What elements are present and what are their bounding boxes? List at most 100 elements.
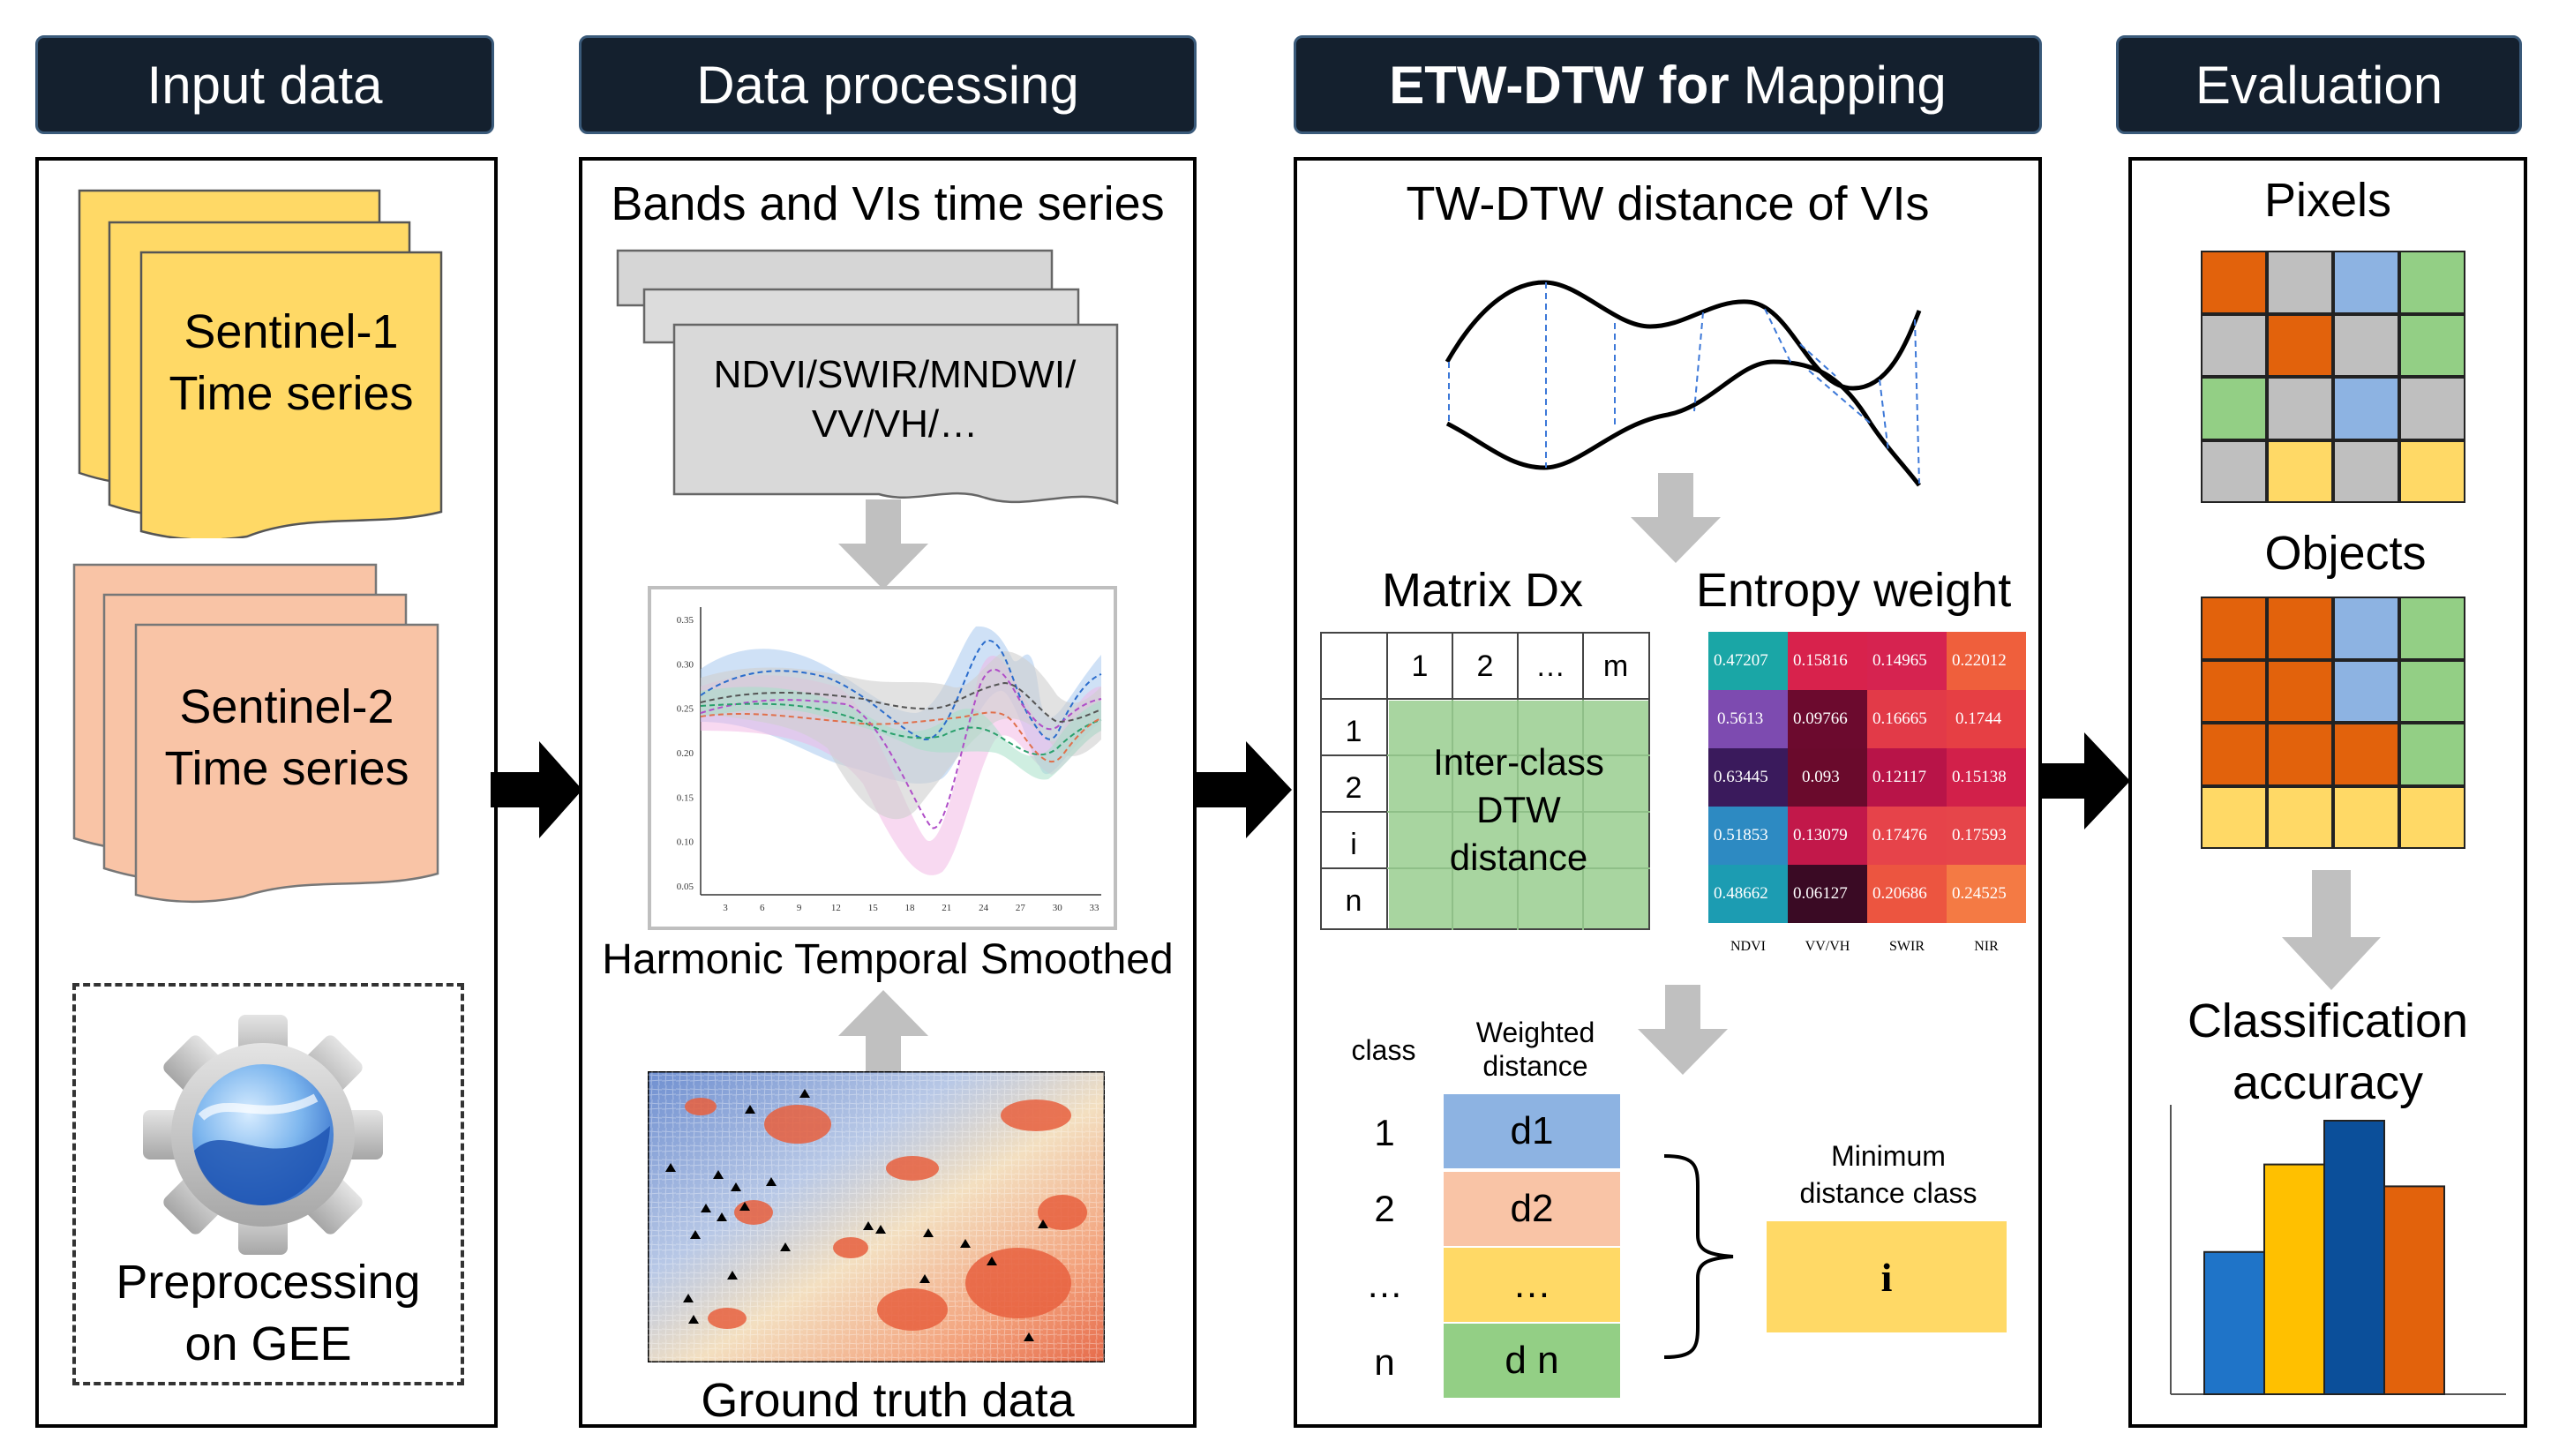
entropy-weight-heatmap: 0.47207 0.15816 0.14965 0.22012 0.5613 0… bbox=[1708, 632, 2028, 923]
heatmap-cell: 0.17593 bbox=[1947, 807, 2026, 865]
weighted-distance-d1: d1 bbox=[1444, 1094, 1620, 1168]
bands-vis-title: Bands and VIs time series bbox=[611, 177, 1165, 230]
heatmap-col-vvvh: VV/VH bbox=[1805, 939, 1850, 954]
sentinel-1-line2: Time series bbox=[169, 367, 414, 420]
smoothed-y-tick-label: 0.10 bbox=[677, 837, 694, 848]
smoothed-x-tick-label: 21 bbox=[942, 903, 951, 913]
header-evaluation-label: Evaluation bbox=[2195, 55, 2443, 115]
heatmap-col-swir: SWIR bbox=[1889, 939, 1925, 954]
bands-doc-line1: NDVI/SWIR/MNDWI/ bbox=[713, 353, 1077, 396]
grid-cell bbox=[2267, 439, 2333, 503]
header-mapping-rest: Mapping bbox=[1743, 55, 1947, 115]
heatmap-cell: 0.15138 bbox=[1947, 748, 2026, 807]
objects-grid bbox=[2201, 597, 2465, 849]
matrix-inner-line2: DTW bbox=[1476, 789, 1561, 830]
heatmap-value: 0.13079 bbox=[1793, 826, 1848, 844]
smoothed-y-tick-label: 0.15 bbox=[677, 792, 694, 803]
dtw-curves-diagram bbox=[1445, 280, 1922, 487]
grid-cell bbox=[2267, 723, 2333, 786]
smoothed-y-tick-label: 0.20 bbox=[677, 748, 694, 759]
grid-cell bbox=[2333, 313, 2399, 377]
preprocessing-line2: on GEE bbox=[184, 1317, 352, 1370]
grid-cell bbox=[2399, 251, 2465, 314]
weighted-distance-d1-label: d1 bbox=[1510, 1109, 1554, 1152]
bands-doc-line2: VV/VH/… bbox=[811, 402, 979, 446]
heatmap-cell: 0.15816 bbox=[1788, 632, 1867, 690]
grid-cell bbox=[2399, 313, 2465, 377]
grid-cell bbox=[2201, 439, 2267, 503]
gee-logo-icon bbox=[143, 1015, 383, 1255]
grid-cell bbox=[2201, 251, 2267, 314]
down-arrow-mapping-1 bbox=[1631, 473, 1721, 563]
grid-cell bbox=[2399, 377, 2465, 440]
heatmap-col-ndvi: NDVI bbox=[1730, 939, 1766, 954]
weighted-distance-dn: d n bbox=[1444, 1324, 1620, 1398]
heatmap-cell: 0.20686 bbox=[1867, 865, 1947, 923]
ground-truth-map bbox=[648, 1071, 1105, 1362]
grid-cell bbox=[2333, 597, 2399, 660]
matrix-row-1: 1 bbox=[1345, 715, 1362, 748]
pixels-label: Pixels bbox=[2263, 174, 2392, 227]
heatmap-value: 0.1744 bbox=[1955, 709, 2002, 728]
smoothed-x-tick-label: 30 bbox=[1053, 903, 1063, 913]
header-evaluation: Evaluation bbox=[2116, 35, 2522, 134]
heatmap-cell: 0.14965 bbox=[1867, 632, 1947, 690]
header-input-data: Input data bbox=[35, 35, 494, 134]
minimum-distance-line2: distance class bbox=[1799, 1177, 1977, 1209]
smoothed-x-tick-label: 9 bbox=[797, 903, 802, 913]
heatmap-cell: 0.093 bbox=[1788, 748, 1867, 807]
heatmap-cell: 0.06127 bbox=[1788, 865, 1867, 923]
weighted-header-line1: Weighted bbox=[1475, 1017, 1595, 1048]
grid-cell bbox=[2399, 597, 2465, 660]
matrix-row-i: i bbox=[1350, 828, 1357, 861]
grid-cell bbox=[2267, 659, 2333, 723]
heatmap-value: 0.22012 bbox=[1952, 651, 2007, 670]
heatmap-cell: 0.22012 bbox=[1947, 632, 2026, 690]
grid-cell bbox=[2267, 377, 2333, 440]
weighted-distance-d2-label: d2 bbox=[1510, 1187, 1554, 1230]
grid-cell bbox=[2333, 439, 2399, 503]
heatmap-cell: 0.51853 bbox=[1708, 807, 1788, 865]
class-row-1: 1 bbox=[1374, 1112, 1395, 1153]
accuracy-bar bbox=[2383, 1185, 2445, 1396]
heatmap-value: 0.15138 bbox=[1952, 768, 2007, 786]
matrix-row-n: n bbox=[1345, 884, 1362, 918]
heatmap-value: 0.17476 bbox=[1872, 826, 1927, 844]
preprocessing-line1: Preprocessing bbox=[116, 1256, 421, 1309]
smoothed-x-tick-label: 18 bbox=[905, 903, 916, 913]
weighted-header-line2: distance bbox=[1482, 1050, 1588, 1082]
grid-cell bbox=[2267, 313, 2333, 377]
grid-cell bbox=[2333, 659, 2399, 723]
sentinel-2-line2: Time series bbox=[164, 742, 409, 795]
entropy-weight-title: Entropy weight bbox=[1696, 564, 2012, 617]
heatmap-cell: 0.48662 bbox=[1708, 865, 1788, 923]
flow-arrow-1 bbox=[491, 741, 582, 838]
header-mapping-bold: ETW-DTW for bbox=[1389, 55, 1730, 115]
smoothed-x-tick-label: 15 bbox=[868, 903, 879, 913]
smoothed-y-tick-label: 0.35 bbox=[677, 615, 694, 626]
down-arrow-mapping-2 bbox=[1638, 985, 1728, 1075]
minimum-distance-class-value: i bbox=[1880, 1254, 1893, 1300]
sentinel-2-line1: Sentinel-2 bbox=[179, 680, 394, 733]
heatmap-value: 0.14965 bbox=[1872, 651, 1927, 670]
heatmap-value: 0.12117 bbox=[1872, 768, 1927, 786]
accuracy-bar bbox=[2323, 1120, 2385, 1395]
heatmap-cell: 0.47207 bbox=[1708, 632, 1788, 690]
smoothed-y-tick-label: 0.05 bbox=[677, 882, 694, 892]
smoothed-x-tick-label: 12 bbox=[831, 903, 841, 913]
flow-arrow-3 bbox=[2040, 732, 2130, 829]
grid-cell bbox=[2267, 785, 2333, 849]
grid-cell bbox=[2201, 377, 2267, 440]
classification-accuracy-line1: Classification bbox=[2187, 994, 2469, 1047]
heatmap-value: 0.5613 bbox=[1717, 709, 1764, 728]
twdtw-title: TW-DTW distance of VIs bbox=[1406, 177, 1930, 230]
accuracy-bar bbox=[2203, 1250, 2265, 1395]
heatmap-cell: 0.09766 bbox=[1788, 690, 1867, 748]
matrix-col-1: 1 bbox=[1411, 649, 1429, 683]
grid-cell bbox=[2201, 723, 2267, 786]
heatmap-value: 0.16665 bbox=[1872, 709, 1927, 728]
heatmap-value: 0.17593 bbox=[1952, 826, 2007, 844]
header-data-processing: Data processing bbox=[579, 35, 1197, 134]
smoothed-x-tick-label: 27 bbox=[1016, 903, 1026, 913]
heatmap-cell: 0.13079 bbox=[1788, 807, 1867, 865]
